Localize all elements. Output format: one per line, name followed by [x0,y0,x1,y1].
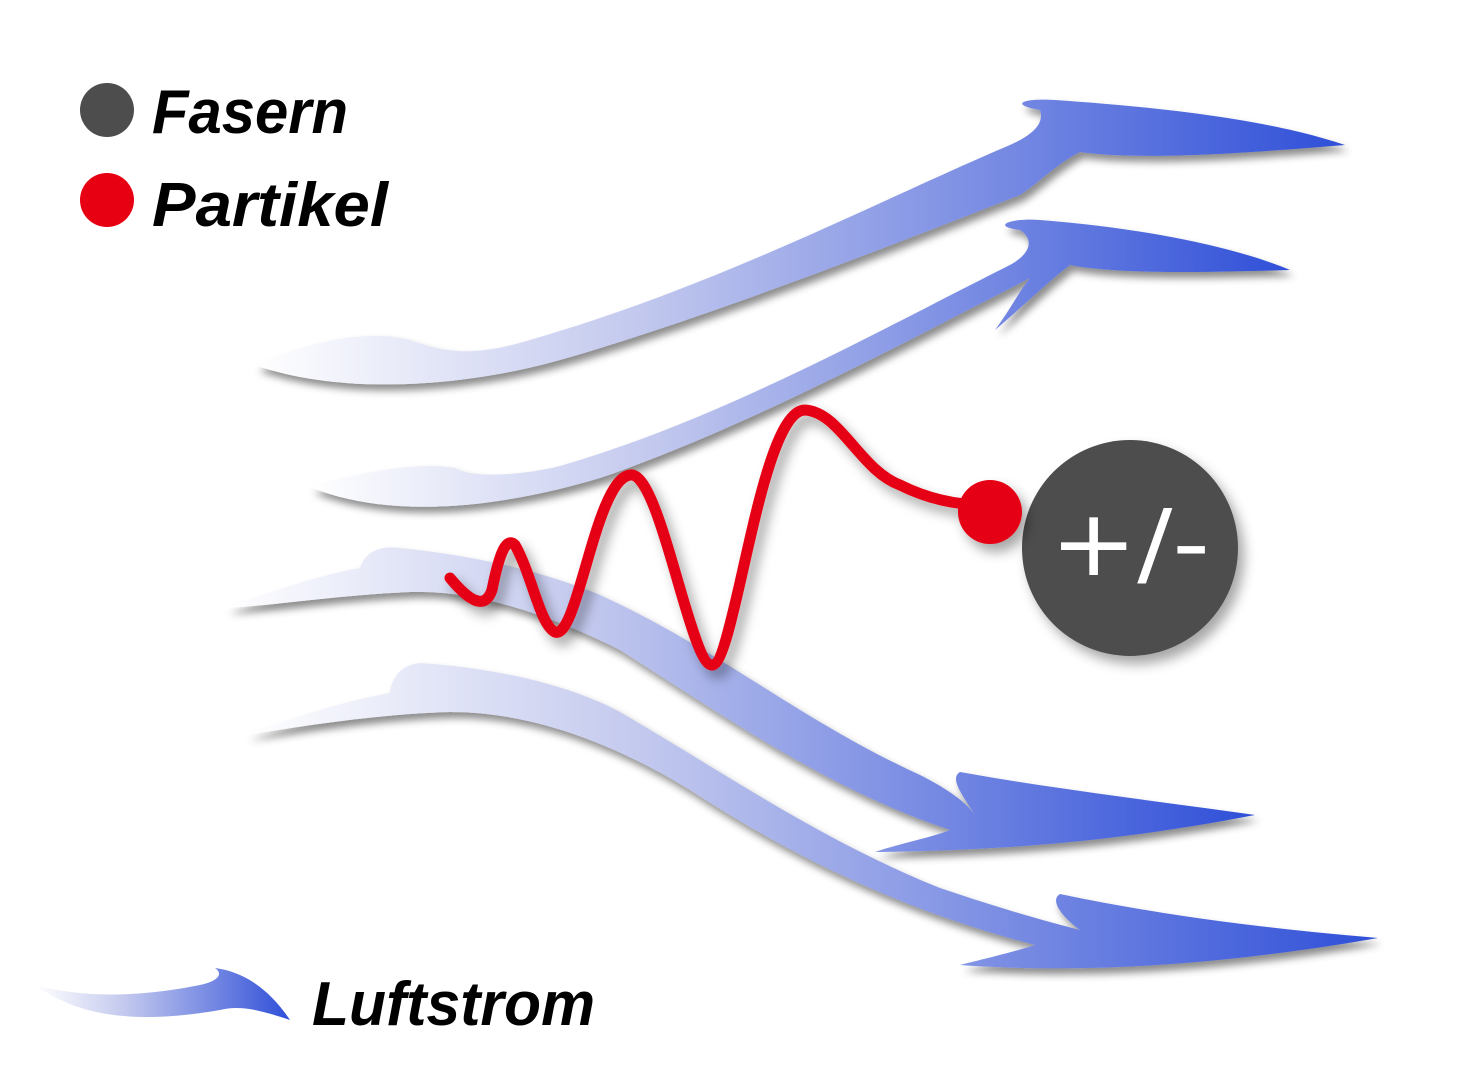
charge-label: +/- [1050,490,1210,597]
particle-trajectory [444,404,991,671]
charged-fiber: +/- [1022,440,1238,656]
legend-particle-dot [80,173,134,227]
airflow-arrow-2 [310,219,1290,507]
airflow-arrow-1 [255,99,1345,385]
charged-fiber-circle [1022,440,1238,656]
legend-particle-label: Partikel [152,171,390,240]
airflow-arrow-3 [225,547,1255,852]
legend-airflow-label: Luftstrom [312,970,595,1039]
legend-fiber-label: Fasern [152,78,348,147]
legend-fiber-dot [80,83,134,137]
particle-dot [958,480,1022,544]
airflow-arrows [225,99,1378,969]
airflow-arrow-4 [245,663,1378,969]
legend-airflow-arrow [35,968,290,1020]
legend: Fasern Partikel Luftstrom [35,78,595,1039]
